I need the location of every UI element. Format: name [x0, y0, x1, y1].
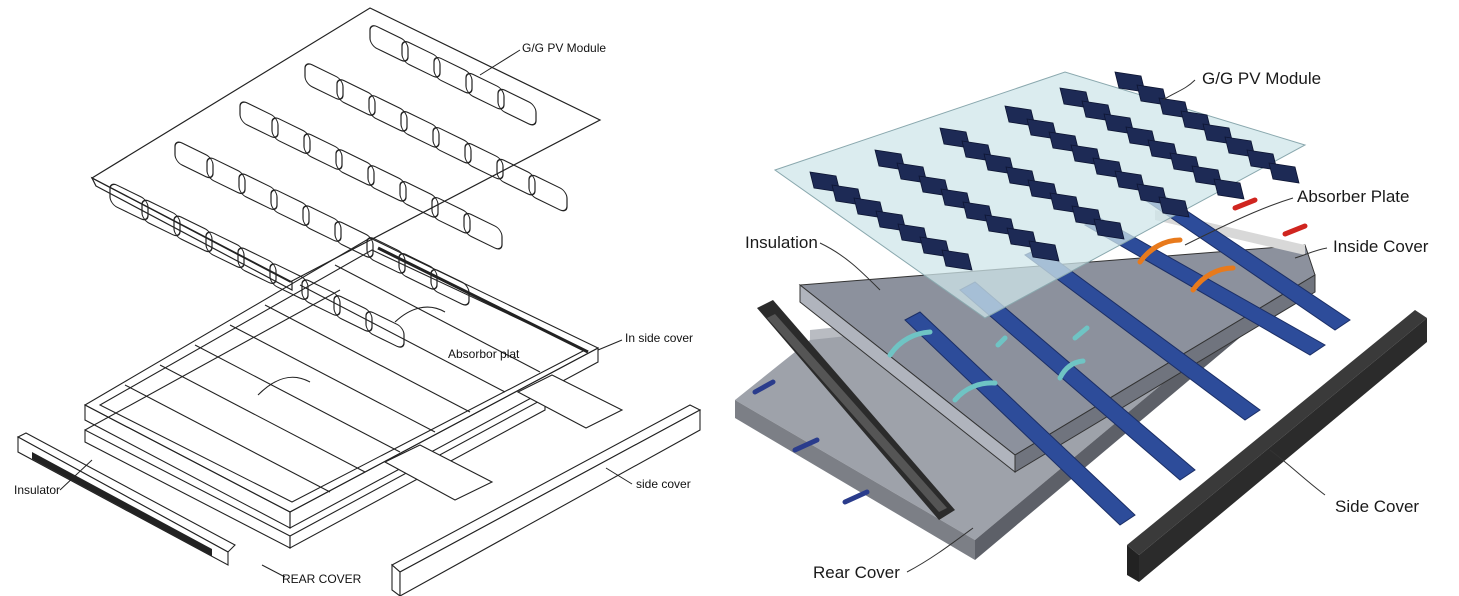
pv-cell: [433, 56, 473, 94]
rear-cover-dark: [757, 300, 955, 520]
pv-module-plate: [90, 7, 602, 348]
pv-cell: [366, 237, 406, 274]
label-absorber-left: Absorbor plat: [448, 347, 520, 361]
pv-cell: [941, 249, 973, 271]
pv-cell: [1213, 178, 1245, 200]
pv-cell: [465, 72, 505, 110]
label-insulation-right: Insulation: [745, 233, 818, 252]
line-drawing: G/G PV Module In side cover Absorbor pla…: [14, 7, 702, 596]
base-plate: [84, 289, 546, 549]
pv-cell: [431, 196, 471, 234]
pv-cell: [109, 183, 149, 221]
absorber-tray: [83, 237, 600, 529]
pv-cell: [335, 149, 375, 186]
line-drawing-panel: G/G PV Module In side cover Absorbor pla…: [0, 0, 715, 596]
pv-cell: [206, 157, 246, 195]
pv-cell: [334, 221, 374, 258]
rendered-drawing: G/G PV Module Absorber Plate Insulation …: [735, 69, 1429, 582]
label-pv-module-left: G/G PV Module: [522, 41, 606, 55]
pv-cell: [399, 181, 439, 218]
rear-cover-bar: [16, 432, 236, 566]
pv-cell: [304, 63, 344, 100]
pv-cell-grid: [109, 25, 568, 348]
pv-cell: [141, 199, 181, 237]
channel-brackets: [383, 374, 624, 501]
pv-cell: [1028, 240, 1060, 262]
label-inside-cover-right: Inside Cover: [1333, 237, 1429, 256]
pv-cell: [432, 126, 472, 164]
pv-cell: [496, 158, 536, 196]
label-side-cover-right: Side Cover: [1335, 497, 1419, 516]
label-inside-cover-left: In side cover: [625, 331, 693, 345]
pv-cell: [368, 95, 408, 132]
airflow-arrows: [752, 197, 1308, 505]
label-side-cover-left: side cover: [636, 477, 691, 491]
pv-cell: [1158, 196, 1190, 218]
side-cover-dark: [1127, 310, 1427, 582]
pv-cell: [464, 142, 504, 180]
pv-cell: [270, 189, 310, 226]
side-cover-bar: [391, 404, 702, 596]
pv-cell: [1093, 218, 1125, 240]
pv-cell: [238, 173, 278, 211]
label-insulator-left: Insulator: [14, 483, 60, 497]
pv-cell: [1268, 162, 1300, 184]
pv-cell: [301, 279, 341, 316]
leader-lines-right: [819, 79, 1328, 573]
leader-lines: [59, 49, 633, 578]
pv-cell: [237, 247, 277, 285]
blue-channels: [904, 192, 1351, 526]
label-rear-cover-left: REAR COVER: [282, 572, 362, 586]
pv-cell: [400, 111, 440, 148]
rendered-drawing-panel: G/G PV Module Absorber Plate Insulation …: [715, 0, 1459, 596]
pv-cell: [369, 25, 409, 62]
label-pv-module-right: G/G PV Module: [1202, 69, 1321, 88]
pv-cell: [463, 212, 503, 250]
pv-cell: [303, 133, 343, 170]
pv-cell: [239, 101, 279, 139]
pv-cell: [302, 205, 342, 242]
pv-cell: [497, 88, 537, 126]
pv-cell: [173, 215, 213, 253]
pv-cell: [367, 165, 407, 202]
label-rear-cover-right: Rear Cover: [813, 563, 900, 582]
pv-cell: [336, 79, 376, 116]
pv-glass-module: [773, 71, 1307, 319]
pv-cell: [271, 117, 311, 154]
pv-cell: [528, 174, 568, 212]
label-absorber-right: Absorber Plate: [1297, 187, 1409, 206]
pv-cell: [205, 231, 245, 269]
pv-cell-rows: [809, 71, 1300, 271]
pv-cell: [174, 141, 214, 179]
pv-cell: [269, 263, 309, 300]
pv-cell: [401, 41, 441, 78]
